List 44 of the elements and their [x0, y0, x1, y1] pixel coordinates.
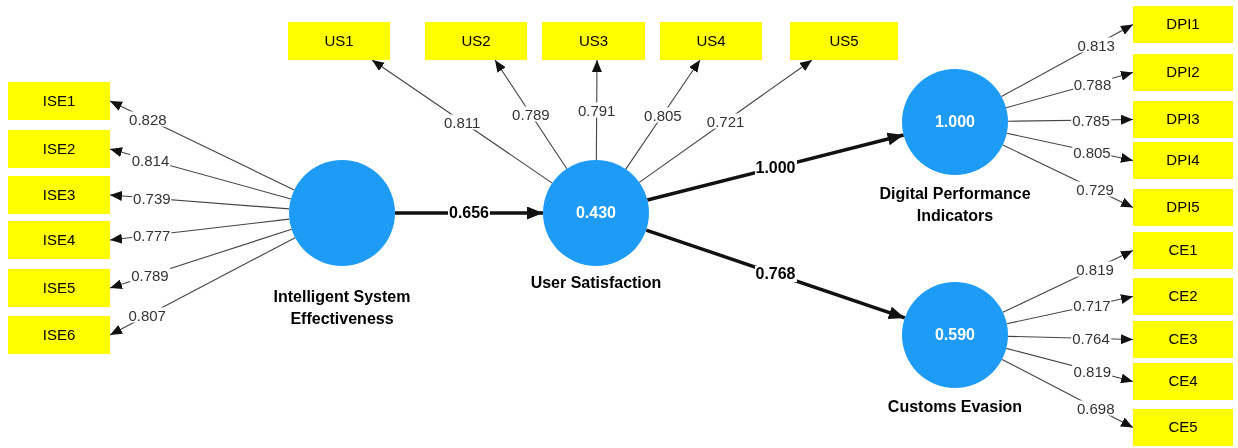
loading-value: 0.788: [1072, 76, 1113, 92]
indicator-tag: ISE4: [8, 221, 110, 259]
r-squared-value: 1.000: [934, 112, 975, 132]
r-squared-value: 0.430: [575, 203, 616, 223]
indicator-tag: CE5: [1133, 409, 1233, 446]
indicator-tag: DPI1: [1133, 6, 1233, 43]
loading-value: 0.789: [130, 267, 170, 283]
indicator-tag: US2: [425, 22, 527, 60]
loading-value: 0.819: [1075, 261, 1115, 276]
loading-value: 0.789: [511, 106, 551, 122]
loading-value: 0.805: [643, 107, 683, 123]
path-coefficient: 0.656: [448, 205, 490, 221]
indicator-tag: US5: [790, 22, 898, 60]
indicator-tag: CE1: [1133, 232, 1233, 269]
indicator-tag: ISE1: [8, 82, 110, 120]
indicator-tag: ISE5: [8, 269, 110, 307]
path-coefficient: 1.000: [754, 159, 797, 176]
loading-value: 0.814: [130, 152, 171, 168]
indicator-tag: DPI4: [1133, 142, 1233, 179]
indicator-tag: US1: [288, 22, 390, 60]
indicator-tag: CE2: [1133, 278, 1233, 315]
loading-value: 0.805: [1072, 144, 1112, 160]
indicator-tag: ISE6: [8, 316, 110, 354]
loading-value: 0.807: [127, 307, 167, 323]
indicator-tag: DPI2: [1133, 54, 1233, 91]
loading-value: 0.811: [442, 114, 482, 130]
indicator-tag: ISE3: [8, 176, 110, 214]
loading-value: 0.717: [1072, 297, 1112, 313]
indicator-tag: DPI3: [1133, 101, 1233, 138]
loading-value: 0.819: [1072, 363, 1113, 379]
r-squared-value: 0.590: [934, 325, 975, 345]
loading-value: 0.721: [705, 113, 746, 129]
indicator-tag: CE3: [1133, 321, 1233, 358]
indicator-tag: CE4: [1133, 363, 1233, 400]
loading-value: 0.729: [1075, 181, 1115, 197]
indicator-tag: US3: [542, 22, 645, 60]
path-coefficient: 0.768: [754, 266, 797, 282]
indicator-tag: DPI5: [1133, 189, 1233, 226]
loading-value: 0.828: [128, 111, 168, 127]
loading-value: 0.698: [1075, 400, 1116, 416]
loading-value: 0.791: [576, 102, 617, 118]
indicator-tag: ISE2: [8, 130, 110, 168]
loading-value: 0.813: [1076, 37, 1116, 53]
indicator-tag: US4: [660, 22, 762, 60]
